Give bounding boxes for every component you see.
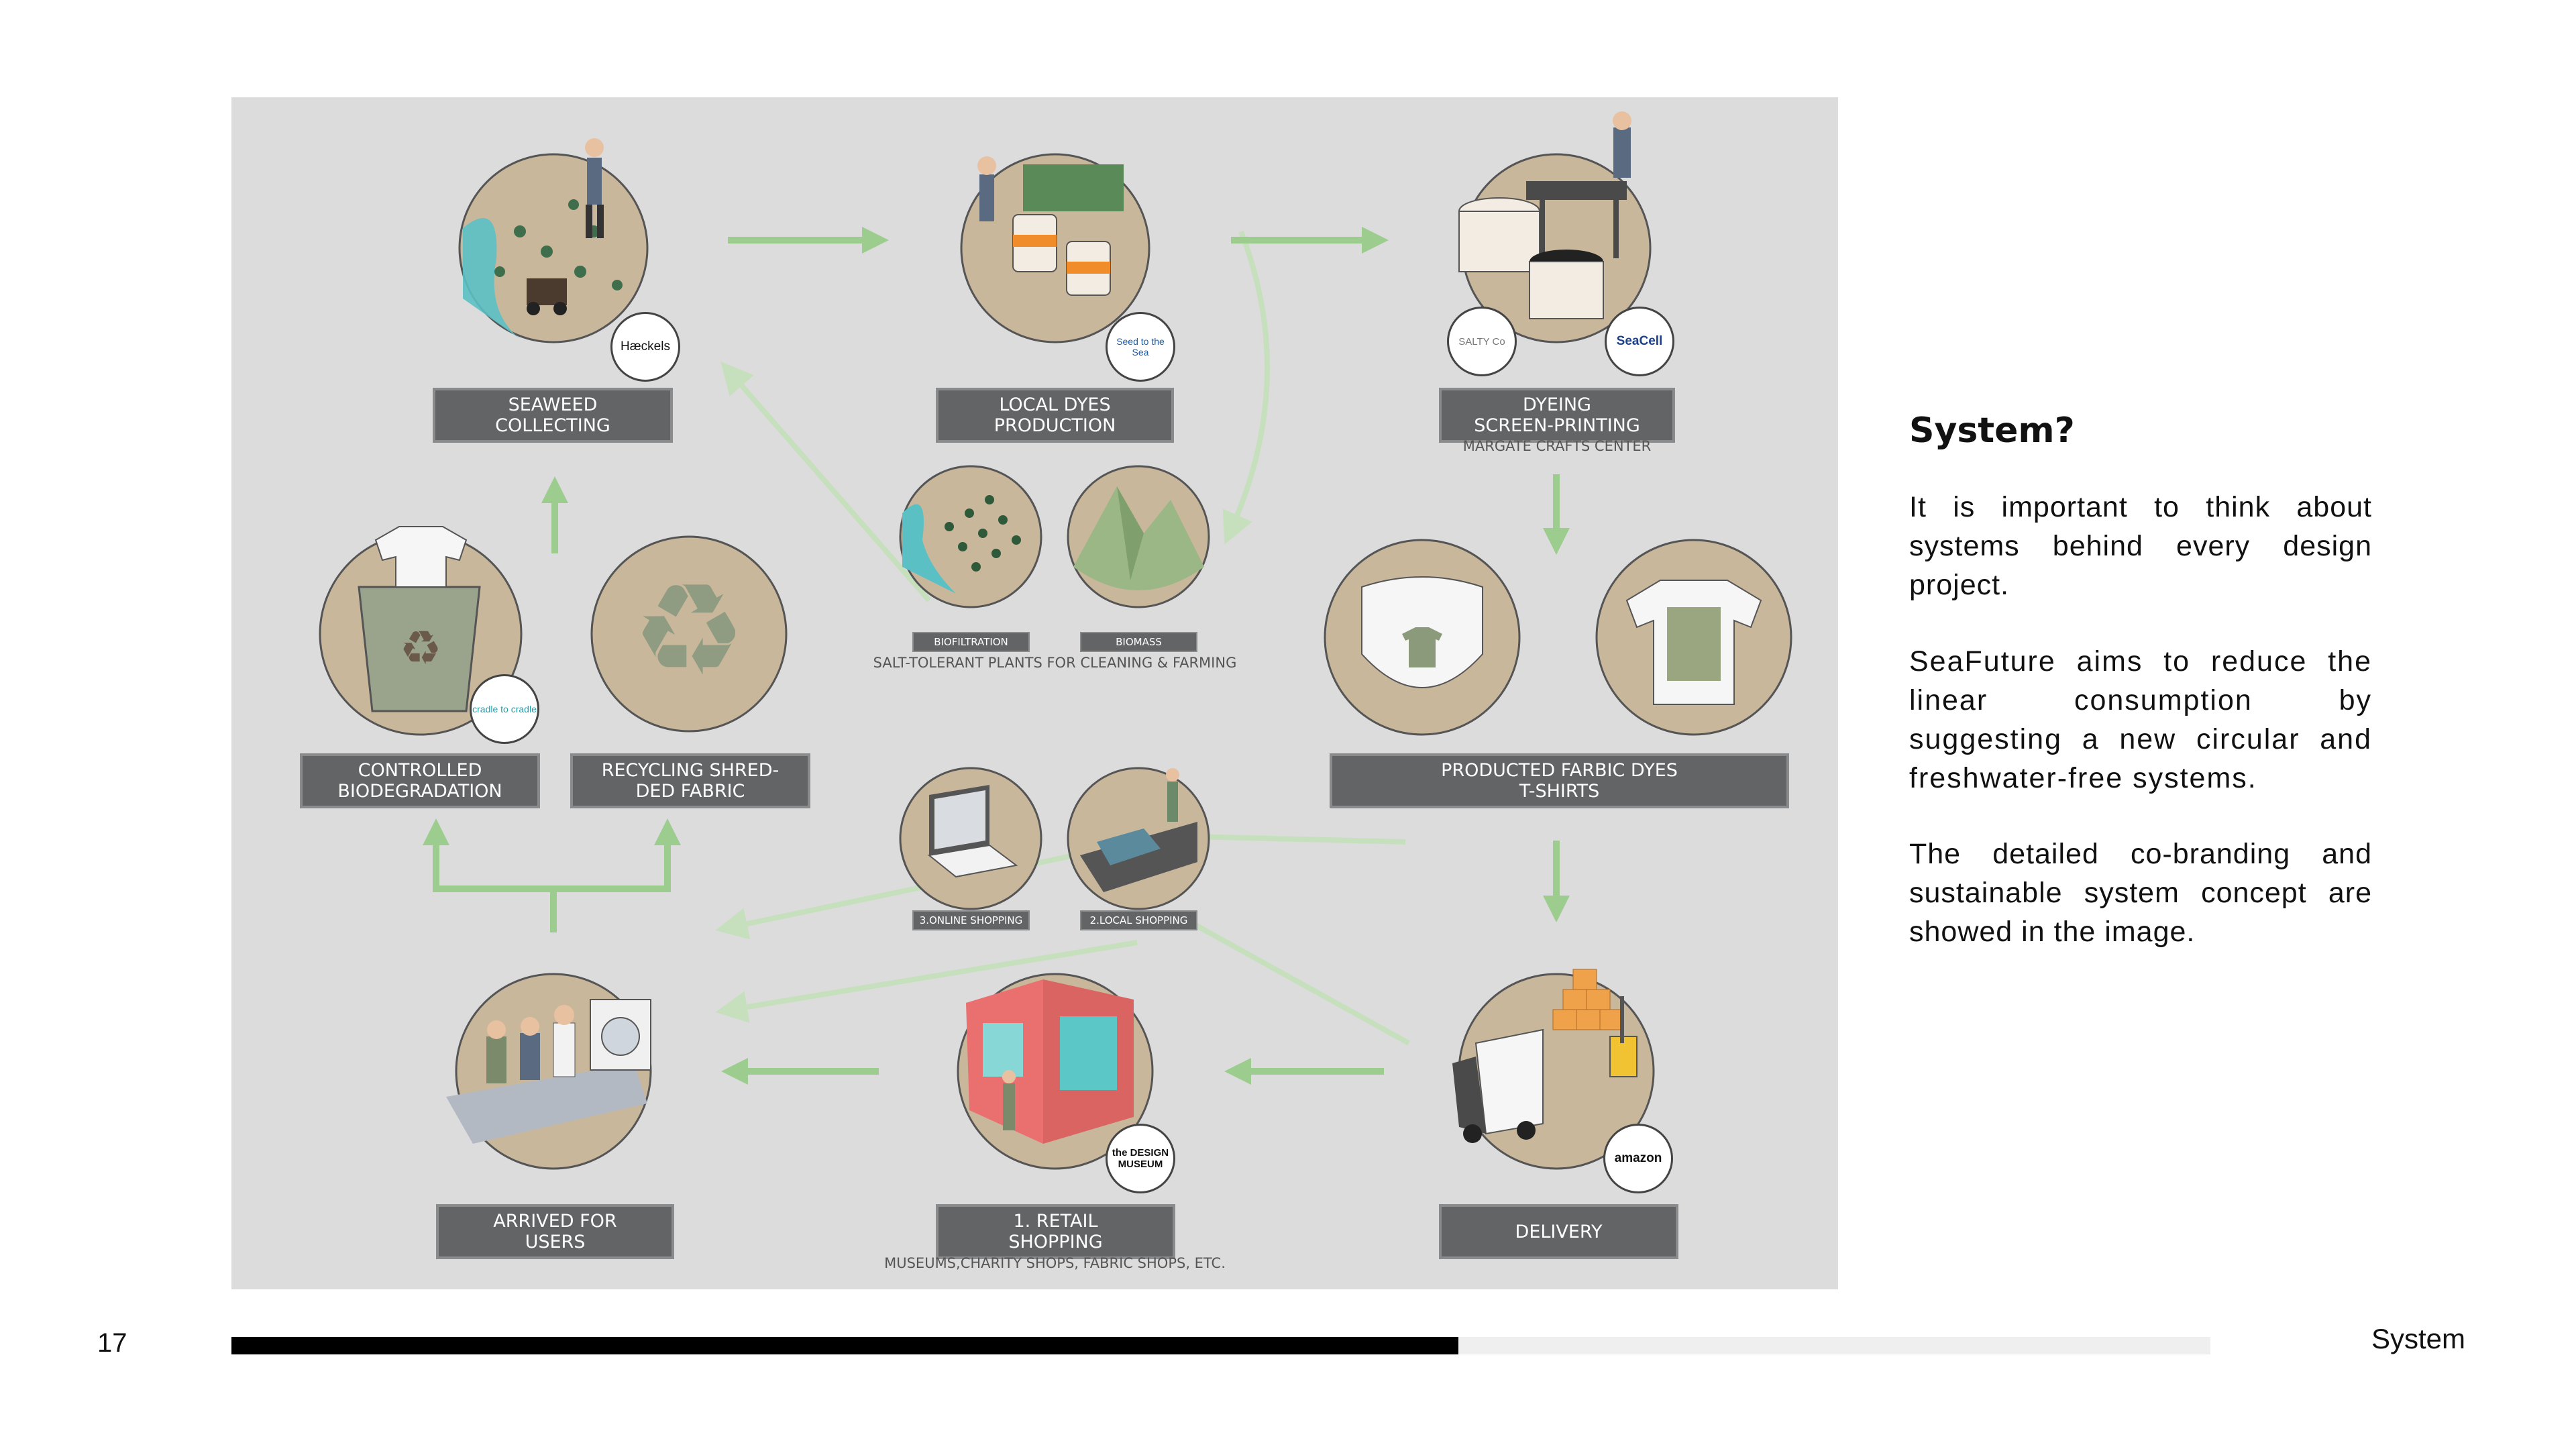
- cradle-to-cradle-logo-text: cradle to cradle: [472, 704, 537, 714]
- products-label: PRODUCTED FARBIC DYES T-SHIRTS: [1330, 753, 1789, 808]
- controlled-biodegradation-illustration: ♻: [319, 526, 523, 736]
- local-dyes-label: LOCAL DYES PRODUCTION: [936, 388, 1174, 443]
- haeckels-logo-text: Hæckels: [621, 339, 670, 354]
- local-shopping-label: 2.LOCAL SHOPPING: [1080, 910, 1197, 930]
- controlled-biodegradation-label: CONTROLLED BIODEGRADATION: [300, 753, 540, 808]
- label-line: DELIVERY: [1515, 1221, 1603, 1242]
- label-line: COLLECTING: [495, 415, 610, 436]
- diagram-graphics: ♻ ♻: [319, 111, 1792, 1170]
- retail-subcaption: MUSEUMS,CHARITY SHOPS, FABRIC SHOPS, ETC…: [884, 1255, 1226, 1271]
- label-line: DED FABRIC: [635, 781, 745, 802]
- label-line: USERS: [525, 1232, 586, 1252]
- amazon-logo: amazon: [1603, 1124, 1673, 1193]
- biofiltration-illustration: [899, 465, 1042, 608]
- salty-co-logo-text: SALTY Co: [1458, 335, 1505, 347]
- design-museum-logo-text: the DESIGN MUSEUM: [1112, 1147, 1169, 1170]
- seaweed-collecting-label: SEAWEED COLLECTING: [433, 388, 673, 443]
- seacell-logo: SeaCell: [1605, 307, 1674, 376]
- label-line: 1. RETAIL: [1013, 1211, 1098, 1232]
- amazon-logo-text: amazon: [1614, 1151, 1662, 1165]
- progress-bar-fill: [231, 1337, 1458, 1354]
- label-line: CONTROLLED: [358, 760, 482, 781]
- biomass-illustration: [1067, 465, 1210, 608]
- recycling-illustration: ♻: [590, 535, 788, 733]
- delivery-label: DELIVERY: [1439, 1204, 1678, 1259]
- faint-connectors: [715, 230, 1410, 1046]
- label-line: SCREEN-PRINTING: [1474, 415, 1640, 436]
- label-line: PRODUCTION: [994, 415, 1116, 436]
- label-line: PRODUCTED FARBIC DYES: [1441, 760, 1678, 781]
- side-paragraph-2: SeaFuture aims to reduce the linear cons…: [1909, 645, 2372, 794]
- recycling-label: RECYCLING SHRED- DED FABRIC: [570, 753, 810, 808]
- haeckels-logo: Hæckels: [610, 312, 680, 382]
- tshirt-illustration: [1595, 539, 1792, 736]
- footer-section-label: System: [2371, 1323, 2466, 1354]
- design-museum-logo: the DESIGN MUSEUM: [1106, 1124, 1175, 1193]
- dyeing-illustration: [1458, 111, 1652, 343]
- delivery-illustration: [1452, 969, 1655, 1170]
- cradle-to-cradle-logo: cradle to cradle: [470, 674, 539, 744]
- seed-to-sea-logo-text: Seed to the Sea: [1116, 336, 1165, 358]
- arrived-users-label: ARRIVED FOR USERS: [436, 1204, 674, 1259]
- label-line: BIODEGRADATION: [337, 781, 502, 802]
- local-shopping-illustration: [1067, 767, 1210, 910]
- salt-plants-caption: SALT-TOLERANT PLANTS FOR CLEANING & FARM…: [873, 655, 1237, 671]
- svg-text:♻: ♻: [632, 559, 746, 702]
- label-line: T-SHIRTS: [1519, 781, 1600, 802]
- online-shopping-illustration: [899, 767, 1042, 910]
- salty-co-logo: SALTY Co: [1447, 307, 1517, 376]
- arrived-users-illustration: [446, 973, 652, 1170]
- label-line: SEAWEED: [508, 394, 598, 415]
- seacell-logo-text: SeaCell: [1616, 334, 1663, 348]
- seed-to-sea-logo: Seed to the Sea: [1106, 312, 1175, 382]
- dyeing-label: DYEING SCREEN-PRINTING: [1439, 388, 1675, 443]
- label-line: SHOPPING: [1008, 1232, 1103, 1252]
- label-line: LOCAL DYES: [999, 394, 1111, 415]
- biofiltration-label: BIOFILTRATION: [912, 632, 1030, 652]
- svg-text:♻: ♻: [400, 622, 442, 674]
- retail-shopping-illustration: [957, 973, 1154, 1170]
- label-line: DYEING: [1523, 394, 1591, 415]
- label-line: RECYCLING SHRED-: [601, 760, 780, 781]
- side-paragraph-3: The detailed co-branding and sustainable…: [1909, 838, 2372, 948]
- online-shopping-label: 3.ONLINE SHOPPING: [912, 910, 1030, 930]
- dyeing-subcaption: MARGATE CRAFTS CENTER: [1462, 438, 1652, 454]
- biomass-label: BIOMASS: [1080, 632, 1197, 652]
- local-dyes-illustration: [960, 153, 1150, 343]
- main-arrows: [423, 227, 1570, 1085]
- progress-bar: [231, 1337, 2210, 1354]
- label-line: ARRIVED FOR: [493, 1211, 617, 1232]
- seaweed-collecting-illustration: [458, 138, 649, 343]
- side-title: System?: [1909, 411, 2075, 451]
- system-diagram: ♻ ♻: [231, 97, 1838, 1289]
- retail-shopping-label: 1. RETAIL SHOPPING: [936, 1204, 1175, 1259]
- side-paragraph-1: It is important to think about systems b…: [1909, 491, 2372, 601]
- products-tshirt-illustration: [1324, 539, 1521, 736]
- page-number: 17: [97, 1328, 127, 1358]
